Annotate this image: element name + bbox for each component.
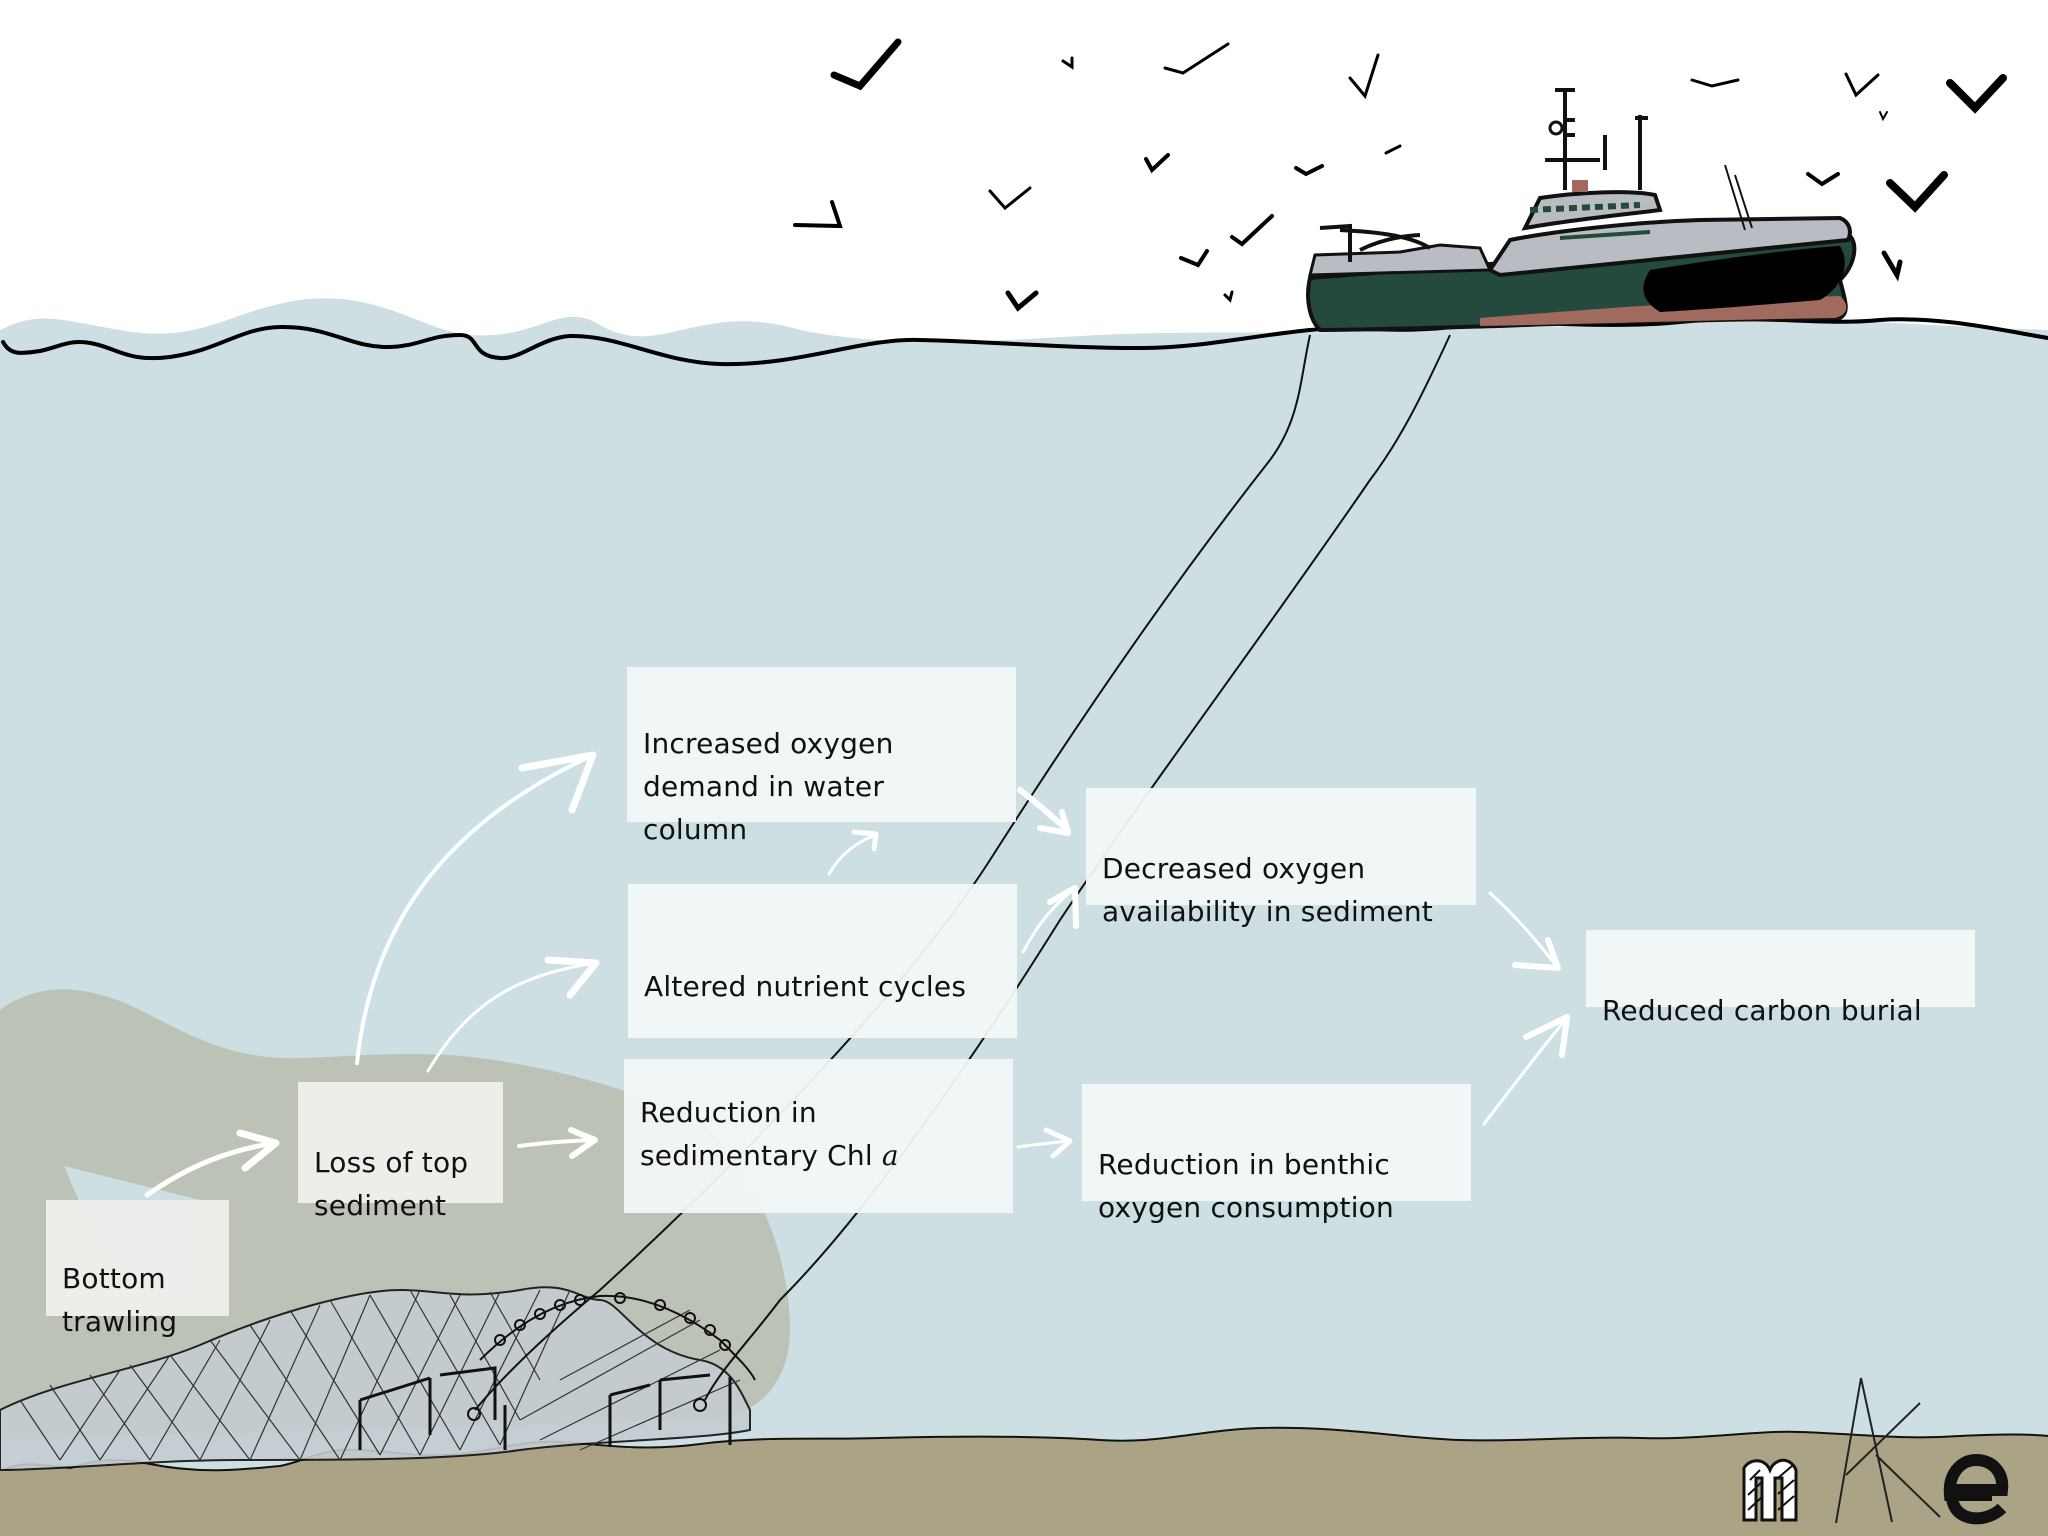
bird-icon	[1690, 78, 1740, 88]
arrow-loss-to-increased-oxygen	[355, 751, 597, 1065]
tow-cable-right	[704, 334, 1451, 1401]
arrow-loss-to-reduction-chl	[517, 1127, 598, 1159]
arrow-loss-to-altered-nutrient	[426, 956, 600, 1073]
bird-icon	[1223, 290, 1234, 303]
bird-icon	[1179, 249, 1209, 268]
ship-mast	[1545, 88, 1648, 190]
net-floats	[494, 1292, 731, 1351]
node-altered-nutrient-cycles: Altered nutrient cycles	[628, 884, 1017, 1038]
surface-wave-line	[1, 317, 2048, 367]
seabed-line	[4, 1426, 2048, 1472]
bird-icon	[1061, 56, 1074, 70]
arrow-altered-to-decreased	[1021, 885, 1079, 954]
ship-gantry	[1319, 223, 1432, 262]
bird-icon	[988, 186, 1032, 211]
bird-icon	[830, 38, 902, 91]
node-decreased-oxygen-availability: Decreased oxygen availability in sedimen…	[1086, 788, 1476, 928]
trawl-doors	[358, 1366, 732, 1450]
node-label: Altered nutrient cycles	[644, 970, 967, 1003]
signature-letter-e	[1943, 1453, 2009, 1525]
node-label: Reduced carbon burial	[1602, 994, 1922, 1027]
node-label: Decreased oxygen availability in sedimen…	[1102, 852, 1433, 928]
ship-radar	[1548, 120, 1564, 136]
arrow-increased-to-decreased	[1017, 787, 1071, 836]
bird-icon	[1881, 250, 1903, 282]
trawl-net-illustration	[0, 1286, 756, 1472]
artist-signature	[1742, 1377, 2009, 1525]
bird-icon	[1005, 290, 1039, 312]
node-loss-of-top-sediment: Loss of top sediment	[298, 1082, 503, 1222]
bird-icon	[1946, 74, 2007, 114]
trawler-ship	[1306, 88, 1857, 333]
tow-cable-left	[474, 334, 1311, 1411]
tow-cable-shackle	[693, 1398, 707, 1412]
ship-bow-shadow	[1643, 246, 1845, 312]
signature-letter-a	[1835, 1377, 1941, 1524]
node-reduction-sedimentary-chl: Reduction in sedimentary Chl a	[624, 1059, 1013, 1213]
ship-windows	[1529, 202, 1641, 213]
node-label: Reduction in benthic oxygen consumption	[1098, 1148, 1394, 1224]
bird-icon	[1879, 111, 1888, 122]
node-label-italic: a	[881, 1139, 899, 1172]
bird-icon	[1384, 144, 1402, 155]
bird-icon	[1348, 53, 1380, 100]
node-reduction-benthic-oxygen: Reduction in benthic oxygen consumption	[1082, 1084, 1471, 1224]
arrow-decreased-to-carbon	[1488, 891, 1561, 971]
node-label: Bottom trawling	[62, 1262, 178, 1338]
arrow-altered-to-increased	[827, 829, 879, 876]
tow-cable-shackle	[467, 1407, 481, 1421]
ship-superstructure	[1487, 215, 1852, 278]
bird-icon	[1844, 72, 1880, 98]
bird-icon	[793, 200, 843, 229]
seagull-flock	[793, 38, 2007, 312]
flow-arrows	[144, 751, 1570, 1198]
seabed	[0, 1427, 2048, 1536]
arrow-bottom-trawling-to-loss	[144, 1129, 280, 1198]
node-label: Reduction in sedimentary Chl	[640, 1096, 873, 1172]
bird-icon	[1163, 42, 1230, 75]
bird-icon	[1144, 153, 1170, 174]
ship-aft-deck	[1308, 243, 1493, 277]
node-reduced-carbon-burial: Reduced carbon burial	[1586, 930, 1975, 1027]
node-increased-oxygen-demand: Increased oxygen demand in water column	[627, 667, 1016, 846]
bird-icon	[1806, 172, 1840, 187]
ship-stripe	[1559, 230, 1651, 240]
arrow-chl-to-benthic	[1016, 1127, 1073, 1159]
node-bottom-trawling: Bottom trawling	[46, 1200, 229, 1338]
ship-bridge	[1521, 190, 1663, 231]
node-label: Loss of top sediment	[314, 1146, 469, 1222]
net-headline-floats	[479, 1294, 756, 1381]
arrow-benthic-to-carbon	[1482, 1014, 1570, 1126]
node-label: Increased oxygen demand in water column	[643, 727, 894, 846]
ship-funnel	[1572, 180, 1588, 192]
bird-icon	[1230, 214, 1274, 247]
bird-icon	[1294, 164, 1324, 177]
ship-antennas	[1724, 164, 1753, 231]
bird-icon	[1886, 171, 1948, 213]
